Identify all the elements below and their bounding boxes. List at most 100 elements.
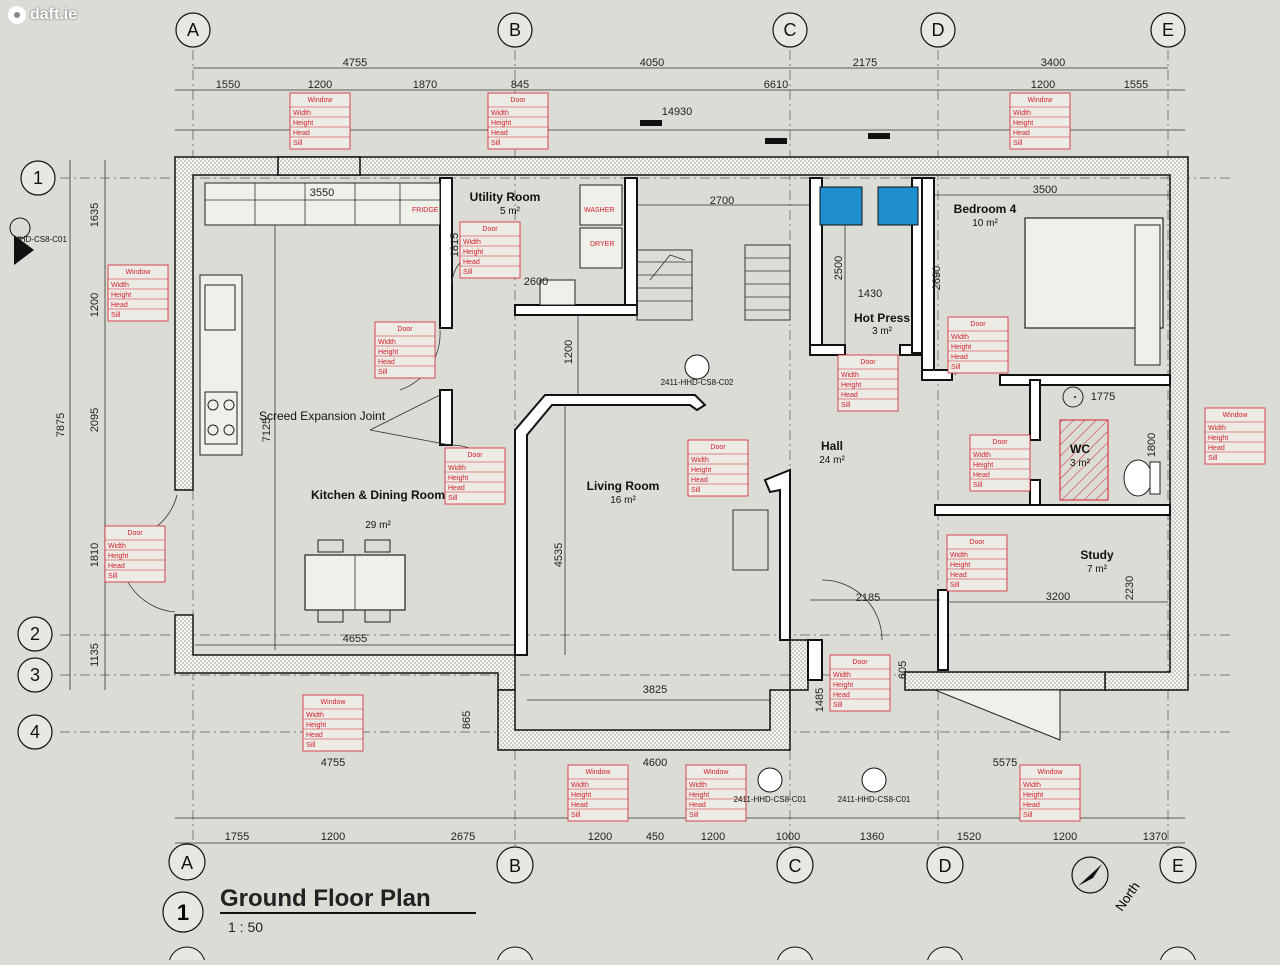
- window-tag-row: Head: [571, 802, 588, 809]
- door-tag-heading: Door: [710, 444, 726, 451]
- dim-study-h: 2230: [1124, 576, 1136, 600]
- drawing-title: Ground Floor Plan: [220, 885, 431, 912]
- door-tag-row: Sill: [491, 140, 501, 147]
- grid-label-row-4: 4: [30, 722, 40, 742]
- door-tag-heading: Door: [467, 452, 483, 459]
- window-tag-row: Height: [111, 292, 131, 299]
- window-tag-row: Sill: [111, 312, 121, 319]
- north-arrow: North: [1071, 856, 1143, 914]
- grid-label-bottom-e: E: [1172, 856, 1184, 876]
- dim-left-5: 1135: [89, 643, 101, 667]
- dim-bot-9: 1520: [957, 831, 981, 843]
- window-tag-row: Width: [306, 712, 324, 719]
- dim-hall-w: 2185: [856, 592, 880, 604]
- window-tag-row: Sill: [293, 140, 303, 147]
- dim-left-1: 1635: [89, 203, 101, 227]
- dim-bedroom-h: 2690: [931, 266, 943, 290]
- dim-bot2-3: 5575: [993, 757, 1017, 769]
- door-tag-row: Sill: [950, 582, 960, 589]
- dim-left-2: 1200: [89, 293, 101, 317]
- room-hall-area: 24 m²: [819, 455, 845, 466]
- door-tag-heading: Door: [510, 97, 526, 104]
- dim-left-overall: 7875: [55, 413, 67, 437]
- door-tag-row: Width: [951, 334, 969, 341]
- door-tag-row: Height: [448, 475, 468, 482]
- dim-top2-7: 1555: [1124, 79, 1148, 91]
- dim-utility-w: 2600: [524, 276, 548, 288]
- dim-top2-6: 1200: [1031, 79, 1055, 91]
- dim-living-w: 3825: [643, 684, 667, 696]
- door-tag-row: Width: [833, 672, 851, 679]
- dim-top-bc: 4050: [640, 57, 664, 69]
- dim-bedroom-w: 3500: [1033, 184, 1057, 196]
- dim-living-step: 865: [461, 711, 473, 729]
- grid-label-bottom-a: A: [181, 853, 193, 873]
- window-tag-row: Height: [1013, 120, 1033, 127]
- dim-top2-5: 6610: [764, 79, 788, 91]
- door-tag-row: Head: [448, 485, 465, 492]
- room-utility-area: 5 m²: [500, 206, 521, 217]
- door-tag-row: Height: [491, 120, 511, 127]
- dim-top-de: 3400: [1041, 57, 1065, 69]
- window-tag-heading: Window: [1028, 97, 1054, 104]
- room-labels: Utility Room 5 m² Bedroom 4 10 m² Hot Pr…: [259, 190, 1114, 575]
- dim-study-w: 3200: [1046, 591, 1070, 603]
- door-tag-row: Height: [950, 562, 970, 569]
- grid-label-top-e: E: [1162, 20, 1174, 40]
- drawing-scale: 1 : 50: [228, 919, 263, 935]
- room-hotpress-area: 3 m²: [872, 326, 893, 337]
- door-tag-row: Head: [951, 354, 968, 361]
- room-study-name: Study: [1080, 548, 1114, 562]
- door-tag-row: Head: [491, 130, 508, 137]
- inner-dimensions: 3550 7125 4655 1815 2600 2700 1200 4535 …: [195, 184, 1170, 729]
- window-tag-row: Sill: [306, 742, 316, 749]
- window-tag-row: Width: [1023, 782, 1041, 789]
- dim-kitchen-h: 7125: [261, 418, 273, 442]
- window-tag-row: Head: [689, 802, 706, 809]
- bed: [1024, 217, 1164, 366]
- dim-bot-3: 2675: [451, 831, 475, 843]
- door-tag-heading: Door: [860, 359, 876, 366]
- door-tag-heading: Door: [970, 321, 986, 328]
- door-tag-heading: Door: [852, 659, 868, 666]
- door-tag-row: Height: [463, 249, 483, 256]
- room-bedroom4-name: Bedroom 4: [954, 202, 1017, 216]
- door-tag-row: Sill: [448, 495, 458, 502]
- drawing-number: 1: [177, 900, 189, 925]
- dims-top-row-2: 1550 1200 1870 845 6610 1200 1555 14930: [216, 79, 1148, 118]
- porch-step: [920, 689, 1061, 741]
- window-tag-heading: Window: [704, 769, 730, 776]
- door-tag-row: Sill: [973, 482, 983, 489]
- hot-press-tanks: [819, 186, 919, 226]
- room-kitchen-area: 29 m²: [365, 520, 391, 531]
- grid-bubbles-bottom: A B C D E: [168, 843, 1197, 884]
- dims-bottom-row: 1755 1200 2675 1200 450 1200 1000 1360 1…: [225, 757, 1167, 843]
- section-ref-left: HHD-CS8-C01: [14, 235, 67, 244]
- dim-bot-11: 1370: [1143, 831, 1167, 843]
- dim-left-3: 2095: [89, 408, 101, 432]
- dims-top-row: 4755 4050 2175 3400: [343, 57, 1065, 69]
- room-study-area: 7 m²: [1087, 564, 1108, 575]
- window-tag-row: Width: [1208, 425, 1226, 432]
- door-tag-row: Sill: [951, 364, 961, 371]
- door-tag-row: Height: [973, 462, 993, 469]
- window-tag-row: Sill: [1023, 812, 1033, 819]
- dim-bot-8: 1360: [860, 831, 884, 843]
- door-tag-row: Sill: [841, 402, 851, 409]
- dim-kitchen-w: 3550: [310, 187, 334, 199]
- door-tag-row: Head: [833, 692, 850, 699]
- dim-bot-10: 1200: [1053, 831, 1077, 843]
- door-tag-row: Sill: [378, 369, 388, 376]
- window-tag-row: Height: [1023, 792, 1043, 799]
- dim-left-4: 1810: [89, 543, 101, 567]
- door-tag-row: Height: [378, 349, 398, 356]
- window-tag-row: Width: [571, 782, 589, 789]
